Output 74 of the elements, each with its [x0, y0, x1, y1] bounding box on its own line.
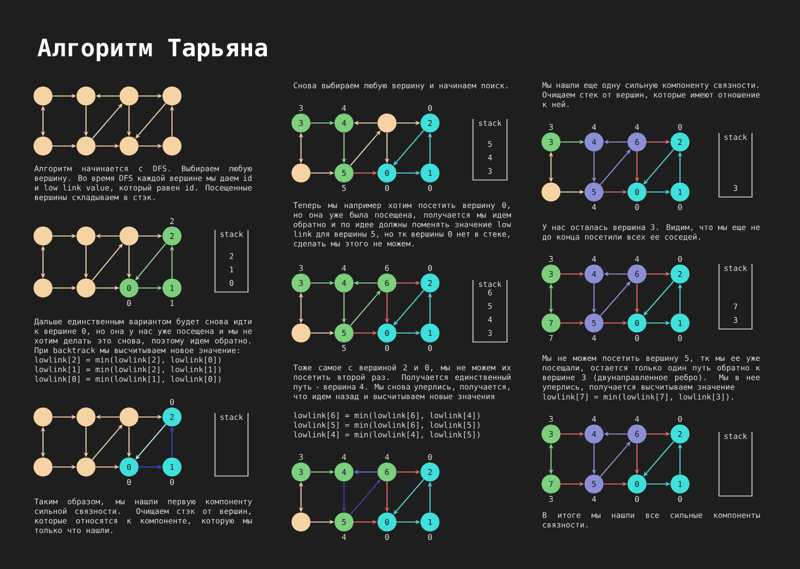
- vertex-circle: [34, 458, 52, 476]
- lowlink-number: 0: [170, 398, 174, 406]
- vertex-circle: [120, 86, 138, 106]
- lowlink-number: 3: [549, 124, 553, 130]
- lowlink-number: 3: [549, 416, 553, 422]
- lowlink-number: 0: [635, 334, 639, 342]
- lowlink-number: 4: [592, 496, 596, 502]
- lowlink-number: 4: [635, 416, 640, 422]
- vertex-circle: [34, 136, 52, 156]
- vertex-circle: [292, 164, 310, 182]
- lowlink-number: 6: [385, 264, 389, 272]
- vertex-circle: [34, 408, 52, 426]
- vertex-circle: [76, 458, 96, 476]
- vertex-circle: [120, 226, 138, 246]
- vertex-circle: [120, 408, 138, 426]
- lowlink-number: 0: [428, 344, 432, 352]
- vertex-circle: [76, 278, 96, 298]
- vertex-circle: [76, 408, 96, 426]
- lowlink-number: 4: [385, 454, 390, 460]
- vertex-circle: [162, 136, 182, 156]
- vertex-circle: [76, 136, 96, 156]
- lowlink-number: 4: [635, 256, 640, 262]
- lowlink-number: 5: [342, 185, 346, 191]
- lowlink-number: 4: [592, 204, 596, 210]
- vertex-circle: [378, 114, 396, 132]
- lowlink-number: 3: [549, 256, 553, 262]
- lowlink-number: 0: [385, 534, 389, 540]
- lowlink-number: 0: [385, 344, 389, 352]
- lowlink-number: 1: [170, 300, 174, 306]
- lowlink-number: 0: [678, 204, 682, 210]
- title: Алгоритм Тарьяна: [38, 38, 267, 62]
- arrow: [135, 243, 166, 280]
- lowlink-number: 0: [678, 124, 682, 130]
- lowlink-number: 2: [170, 218, 174, 224]
- lowlink-number: 4: [342, 534, 346, 540]
- lowlink-number: 4: [342, 265, 346, 271]
- lowlink-number: 0: [127, 478, 131, 486]
- vertex-circle: [292, 512, 310, 532]
- lowlink-number: 3: [549, 496, 553, 502]
- lowlink-number: 0: [635, 496, 639, 502]
- lowlink-number: 0: [678, 334, 682, 342]
- lowlink-number: 0: [678, 416, 682, 422]
- lowlink-number: 0: [678, 496, 682, 502]
- lowlink-number: 0: [428, 264, 432, 272]
- lowlink-number: 4: [592, 416, 596, 422]
- lowlink-number: 4: [592, 335, 596, 341]
- vertex-circle: [34, 86, 52, 106]
- lowlink-number: 3: [299, 104, 303, 112]
- lowlink-number: 4: [592, 256, 596, 262]
- lowlink-number: 0: [428, 454, 432, 460]
- vertex-circle: [292, 324, 310, 342]
- lowlink-number: 4: [342, 454, 346, 460]
- vertex-circle: [34, 226, 52, 246]
- lowlink-number: 4: [342, 105, 346, 111]
- vertex-circle: [34, 278, 52, 298]
- lowlink-number: 0: [385, 184, 389, 192]
- vertex-circle: [76, 226, 96, 246]
- lowlink-number: 0: [428, 184, 432, 192]
- lowlink-number: 4: [592, 124, 596, 130]
- lowlink-number: 3: [299, 454, 303, 460]
- vertex-circle: [120, 136, 138, 156]
- lowlink-number: 0: [170, 478, 174, 486]
- lowlink-number: 0: [428, 104, 432, 112]
- lowlink-number: 0: [428, 534, 432, 540]
- lowlink-number: 0: [678, 256, 682, 262]
- lowlink-number: 5: [342, 345, 346, 351]
- lowlink-number: 0: [127, 300, 131, 306]
- vertex-circle: [542, 182, 560, 202]
- lowlink-number: 7: [549, 335, 553, 341]
- vertex-circle: [162, 86, 182, 106]
- lowlink-number: 3: [299, 264, 303, 272]
- vertex-circle: [76, 86, 96, 106]
- lowlink-number: 4: [635, 124, 640, 130]
- lowlink-number: 0: [635, 204, 639, 210]
